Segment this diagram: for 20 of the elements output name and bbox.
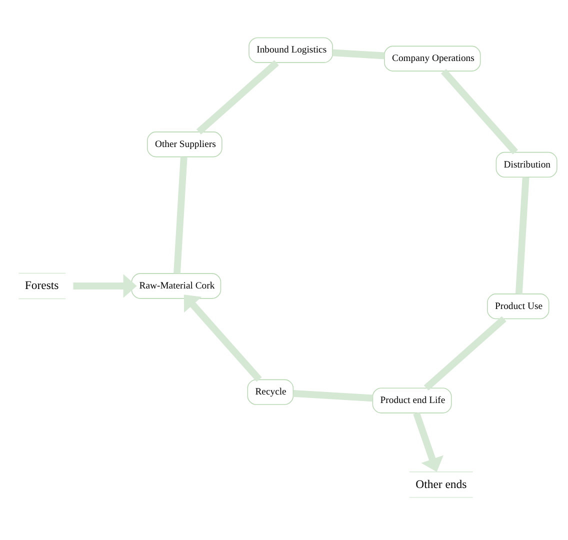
connector [196, 60, 279, 134]
node-box: Other Suppliers [146, 132, 222, 158]
node-box: Recycle [247, 379, 294, 405]
node-text: Other ends [416, 478, 467, 491]
node-text: Forests [24, 279, 59, 292]
arrow [184, 294, 262, 382]
node-box: Product Use [487, 294, 550, 320]
node-box: Raw-Material Cork [131, 273, 222, 299]
connector [293, 390, 373, 402]
connector [440, 68, 518, 154]
node-box: Distribution [496, 152, 558, 178]
node-box: Company Operations [384, 46, 481, 72]
connector [424, 316, 506, 391]
connector [174, 156, 188, 274]
node-box: Product end Life [372, 388, 452, 414]
connector [515, 177, 530, 294]
arrow [73, 274, 137, 298]
node-box: Inbound Logistics [248, 37, 333, 64]
connector [332, 49, 385, 60]
arrow [413, 412, 444, 472]
